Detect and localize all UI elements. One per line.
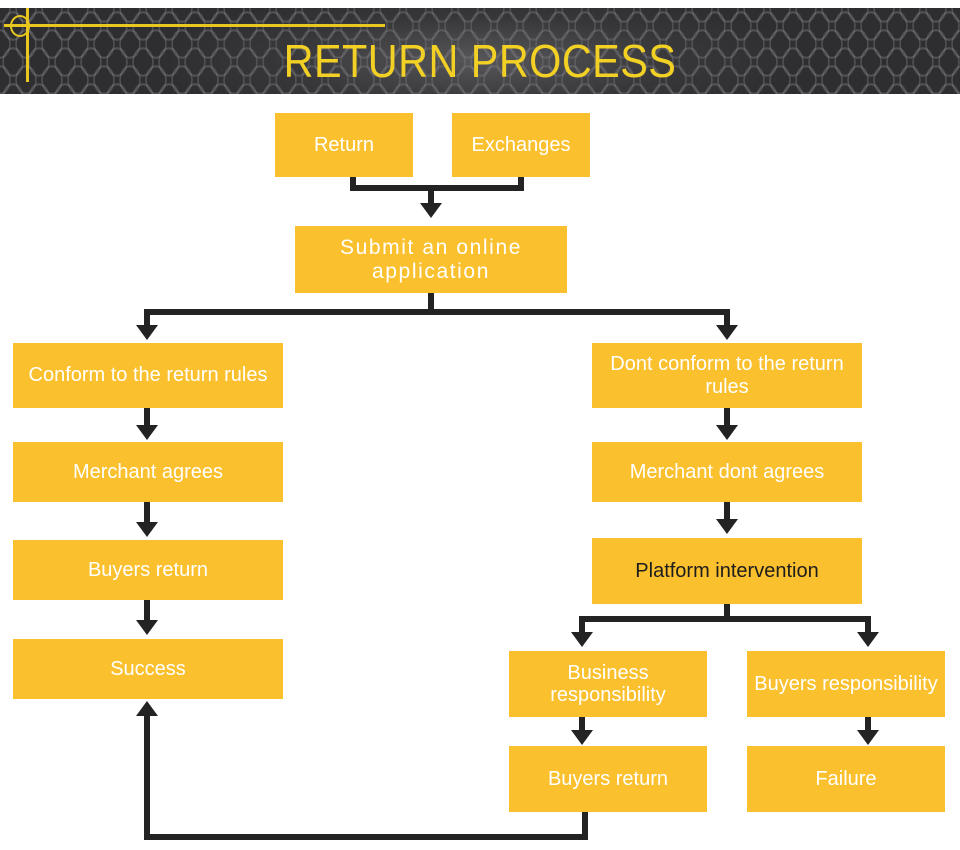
page-title: RETURN PROCESS	[283, 35, 677, 87]
node-submit-online-application[interactable]: Submit an online application	[295, 226, 567, 293]
arrowhead-buyers-responsibility	[857, 632, 879, 647]
node-merchant-dont-agrees[interactable]: Merchant dont agrees	[592, 442, 862, 502]
arrowhead-merchant-agrees	[136, 425, 158, 440]
arrowhead-buyers-return-left	[136, 522, 158, 537]
node-buyers-return-left[interactable]: Buyers return	[13, 540, 283, 600]
edge-buyers-resp-to-failure	[865, 717, 871, 732]
edge-exchanges-down	[518, 177, 524, 191]
edge-split-bar-main	[144, 309, 730, 315]
arrowhead-to-conform	[136, 325, 158, 340]
edge-merchant-agrees-to-buyers-return	[144, 502, 150, 523]
edge-platform-left-down	[579, 616, 585, 634]
edge-dont-conform-to-merchant-dont-agrees	[724, 408, 730, 427]
arrowhead-buyers-return-right	[571, 730, 593, 745]
arrowhead-business-responsibility	[571, 632, 593, 647]
arrowhead-feedback-to-success	[136, 701, 158, 716]
arrowhead-to-dont-conform	[716, 325, 738, 340]
edge-merge-to-submit	[428, 185, 434, 205]
node-merchant-agrees[interactable]: Merchant agrees	[13, 442, 283, 502]
node-platform-intervention[interactable]: Platform intervention	[592, 538, 862, 604]
horizontal-rule-icon	[4, 24, 385, 27]
edge-split-left-down	[144, 309, 150, 327]
edge-feedback-horizontal	[144, 834, 588, 840]
header-banner: RETURN PROCESS	[0, 8, 960, 94]
arrowhead-failure	[857, 730, 879, 745]
edge-split-bar-platform	[579, 616, 871, 622]
node-buyers-responsibility[interactable]: Buyers responsibility	[747, 651, 945, 717]
node-success[interactable]: Success	[13, 639, 283, 699]
edge-platform-down	[724, 604, 730, 622]
node-business-responsibility[interactable]: Business responsibility	[509, 651, 707, 717]
edge-merchant-dont-agrees-to-platform	[724, 502, 730, 521]
edge-platform-right-down	[865, 616, 871, 634]
arrowhead-merchant-dont-agrees	[716, 425, 738, 440]
node-buyers-return-right[interactable]: Buyers return	[509, 746, 707, 812]
node-dont-conform-to-return-rules[interactable]: Dont conform to the return rules	[592, 343, 862, 408]
vertical-rule-icon	[26, 8, 29, 82]
arrowhead-to-submit	[420, 203, 442, 218]
header-glow-overlay	[0, 8, 960, 94]
edge-business-to-buyers-return	[579, 717, 585, 732]
node-exchanges[interactable]: Exchanges	[452, 113, 590, 177]
edge-conform-to-merchant-agrees	[144, 408, 150, 427]
node-conform-to-return-rules[interactable]: Conform to the return rules	[13, 343, 283, 408]
edge-buyers-return-to-success	[144, 600, 150, 622]
edge-return-down	[350, 177, 356, 191]
edge-submit-down	[428, 293, 434, 315]
edge-merge-bar-top	[350, 185, 524, 191]
edge-feedback-down	[582, 812, 588, 840]
edge-feedback-up	[144, 715, 150, 836]
arrowhead-success	[136, 620, 158, 635]
circle-outline-icon	[10, 15, 30, 37]
edge-split-right-down	[724, 309, 730, 327]
node-failure[interactable]: Failure	[747, 746, 945, 812]
node-return[interactable]: Return	[275, 113, 413, 177]
arrowhead-platform-intervention	[716, 519, 738, 534]
